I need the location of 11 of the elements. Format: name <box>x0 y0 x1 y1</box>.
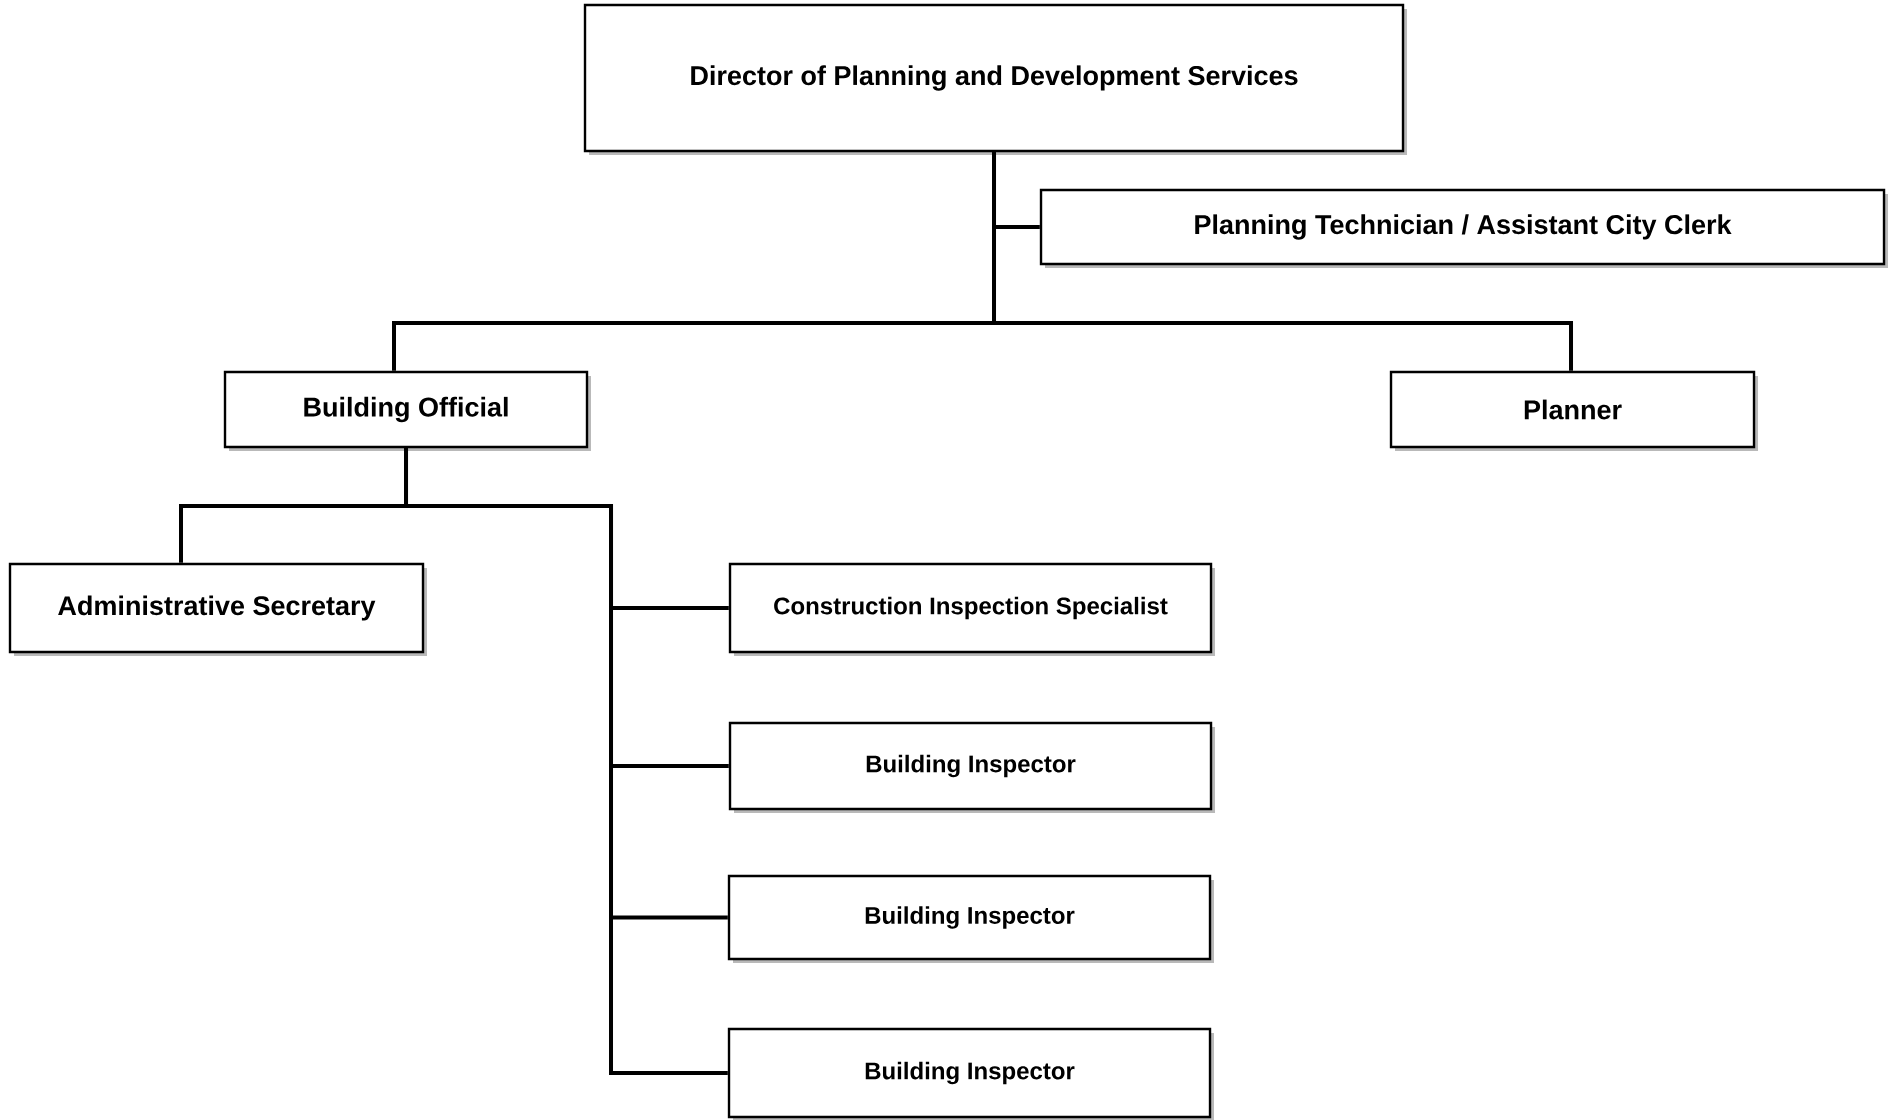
org-box: Construction Inspection Specialist <box>728 562 1215 656</box>
connector-line <box>404 448 728 1075</box>
org-box: Director of Planning and Development Services <box>583 3 1407 155</box>
org-box: Building Inspector <box>727 874 1214 963</box>
org-box: Building Inspector <box>727 1027 1214 1120</box>
org-box: Planning Technician / Assistant City Clerk <box>1039 188 1888 268</box>
org-box: Building Official <box>223 370 591 451</box>
org-box: Building Inspector <box>728 721 1215 813</box>
connector-line <box>992 152 1573 371</box>
org-box: Administrative Secretary <box>8 562 427 656</box>
org-box: Planner <box>1389 370 1758 451</box>
